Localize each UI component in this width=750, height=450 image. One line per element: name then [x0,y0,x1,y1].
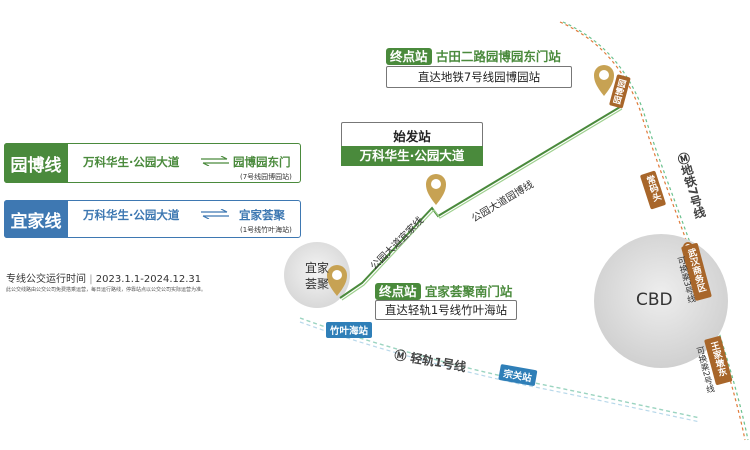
origin-name: 万科华生·公园大道 [341,146,483,166]
metro7-line-shadow [562,21,749,441]
bidirectional-arrow-icon [201,209,229,219]
yijia-stop-name: 宜家荟聚南门站 [424,284,513,299]
legend-yuanbo: 园博线 万科华生·公园大道 园博园东门 (7号线园博园站) [4,143,301,183]
terminal-badge: 终点站 [386,48,432,65]
legend-yuanbo-tag: 园博线 [4,143,68,183]
divider: | [89,274,96,285]
legend-yijia: 宜家线 万科华生·公园大道 宜家荟聚 (1号线竹叶海站) [4,200,301,238]
yijia-stop-title: 终点站 宜家荟聚南门站 [375,281,512,300]
yijia-circle-text: 宜家 荟聚 [304,261,329,291]
metro1-line-2 [299,321,701,423]
yijia-circle-label: 宜家 荟聚 [300,260,334,292]
yijia-stop-badge: 终点站 [375,283,421,300]
yijia-circle-shape [284,242,350,308]
legend-yijia-tag: 宜家线 [4,200,68,238]
terminal-sub: 直达地铁7号线园博园站 [386,66,572,88]
legend-yijia-to: 宜家荟聚 [239,208,285,222]
legend-yijia-note: (1号线竹叶海站) [240,226,292,234]
origin-box: 始发站 万科华生·公园大道 [341,122,483,166]
terminal-title: 终点站 古田二路园博园东门站 [386,46,561,65]
origin-pin-icon [426,174,446,205]
bus-route-green-light [341,108,623,301]
yijia-pin-icon [327,265,347,296]
service-period-value: 2023.1.1-2024.12.31 [95,274,202,285]
metro1-line [299,317,701,419]
metro-m-icon: Ⓜ [393,347,408,364]
origin-badge: 始发站 [393,129,431,144]
bidirectional-arrow-icon [201,156,229,166]
metro1-station-zhuyehai: 竹叶海站 [326,322,373,338]
bus-route-green [339,106,621,299]
yijia-stop-sub: 直达轻轨1号线竹叶海站 [375,300,517,320]
terminal-pin-icon [594,65,614,96]
terminal-name: 古田二路园博园东门站 [435,49,561,64]
service-period-label: 专线公交运行时间 [6,274,86,285]
service-period: 专线公交运行时间 | 2023.1.1-2024.12.31 [6,270,201,285]
legend-yijia-from: 万科华生·公园大道 [83,208,180,222]
cbd-label: CBD [636,290,673,310]
legend-yuanbo-to: 园博园东门 [233,155,291,169]
disclaimer: 此公交线路由公交公司免费搭乘运营，每日运行路线，停靠站点以公交公司实际运营为准。 [6,287,207,293]
legend-yuanbo-from: 万科华生·公园大道 [83,155,180,169]
legend-yuanbo-note: (7号线园博园站) [240,173,292,181]
